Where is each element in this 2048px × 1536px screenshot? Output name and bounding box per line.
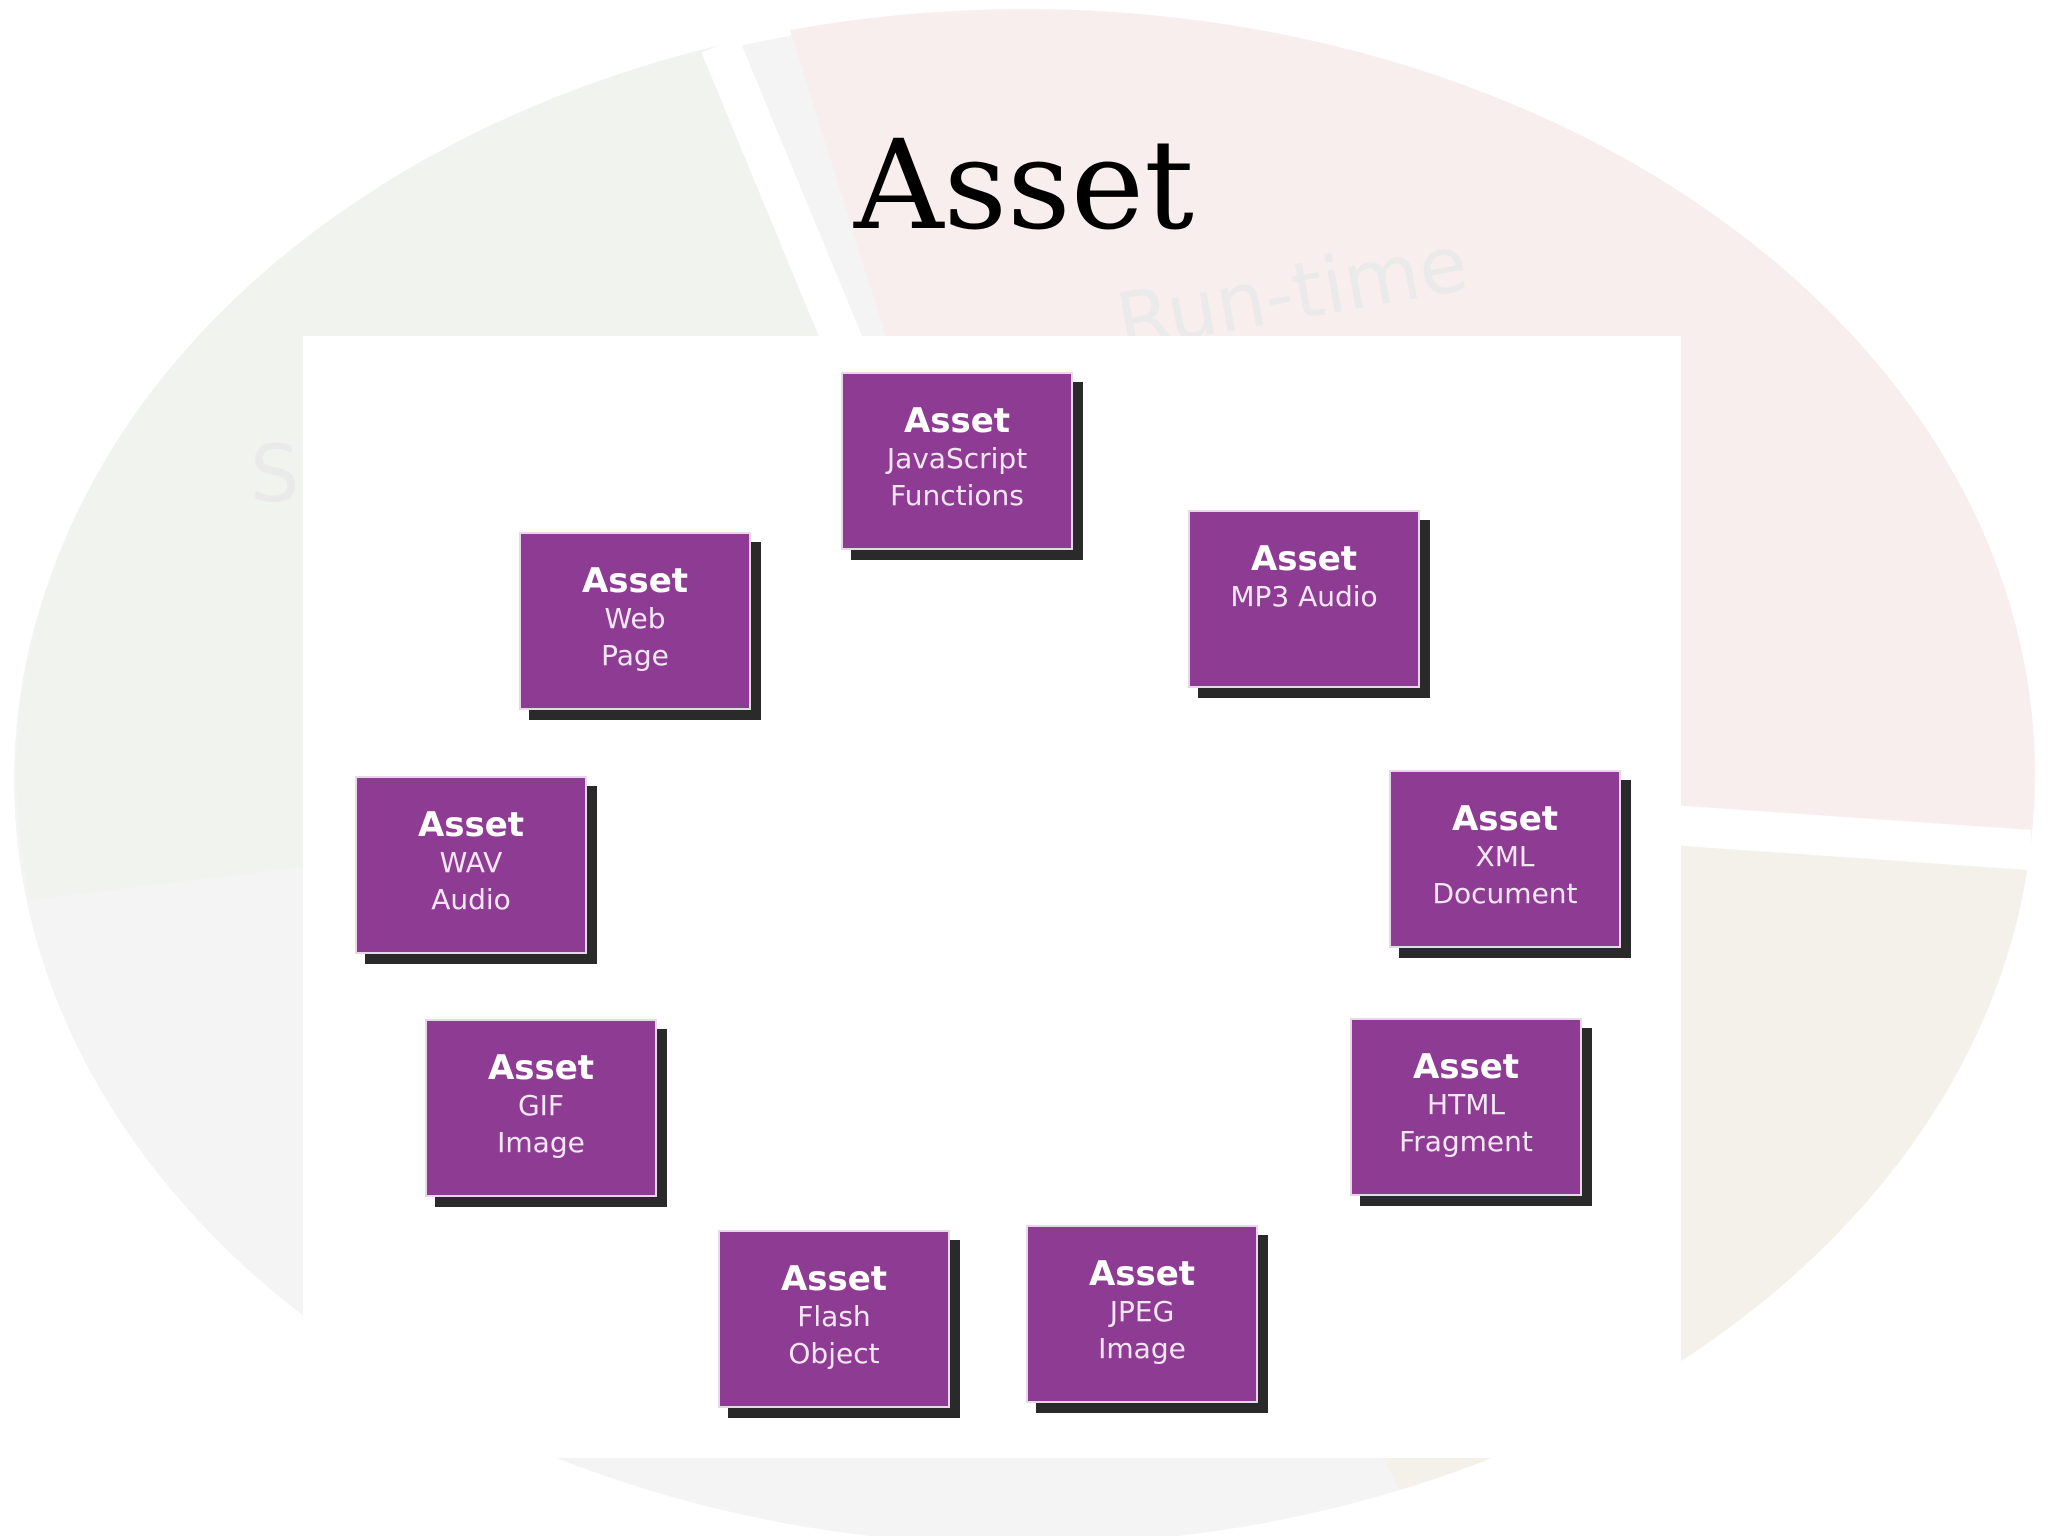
asset-box-html: Asset HTML Fragment: [1350, 1018, 1582, 1196]
asset-box-webpage: Asset Web Page: [519, 532, 751, 710]
asset-line: GIF: [517, 1089, 565, 1122]
asset-line: Audio: [431, 883, 511, 916]
asset-line: Web: [604, 602, 666, 635]
asset-line: WAV: [439, 846, 503, 879]
asset-line: Image: [497, 1126, 585, 1159]
asset-line: Page: [601, 639, 669, 672]
asset-box-mp3: Asset MP3 Audio: [1188, 510, 1420, 688]
asset-line: Document: [1432, 877, 1578, 910]
asset-title: Asset: [581, 561, 689, 601]
asset-line: JPEG: [1109, 1295, 1175, 1328]
asset-line: Fragment: [1399, 1125, 1533, 1158]
asset-box-flash: Asset Flash Object: [718, 1230, 950, 1408]
asset-title: Asset: [417, 805, 525, 845]
diagram-panel: Asset JavaScript Functions Asset MP3 Aud…: [303, 336, 1681, 1458]
asset-box-gif: Asset GIF Image: [425, 1019, 657, 1197]
asset-line: Flash: [797, 1300, 871, 1333]
asset-box-jpeg: Asset JPEG Image: [1026, 1225, 1258, 1403]
asset-box-javascript: Asset JavaScript Functions: [841, 372, 1073, 550]
asset-line: XML: [1475, 840, 1535, 873]
asset-line: Image: [1098, 1332, 1186, 1365]
asset-title: Asset: [1250, 539, 1358, 579]
asset-line: Object: [788, 1337, 880, 1370]
asset-line: HTML: [1427, 1088, 1505, 1121]
asset-line: JavaScript: [886, 442, 1028, 475]
asset-title: Asset: [780, 1259, 888, 1299]
asset-title: Asset: [1451, 799, 1559, 839]
asset-title: Asset: [487, 1048, 595, 1088]
asset-title: Asset: [1412, 1047, 1520, 1087]
asset-title: Asset: [903, 401, 1011, 441]
asset-line: Functions: [890, 479, 1024, 512]
asset-line: MP3 Audio: [1230, 580, 1378, 613]
asset-box-xml: Asset XML Document: [1389, 770, 1621, 948]
asset-box-wav: Asset WAV Audio: [355, 776, 587, 954]
asset-title: Asset: [1088, 1254, 1196, 1294]
slide-title: Asset: [853, 114, 1195, 258]
